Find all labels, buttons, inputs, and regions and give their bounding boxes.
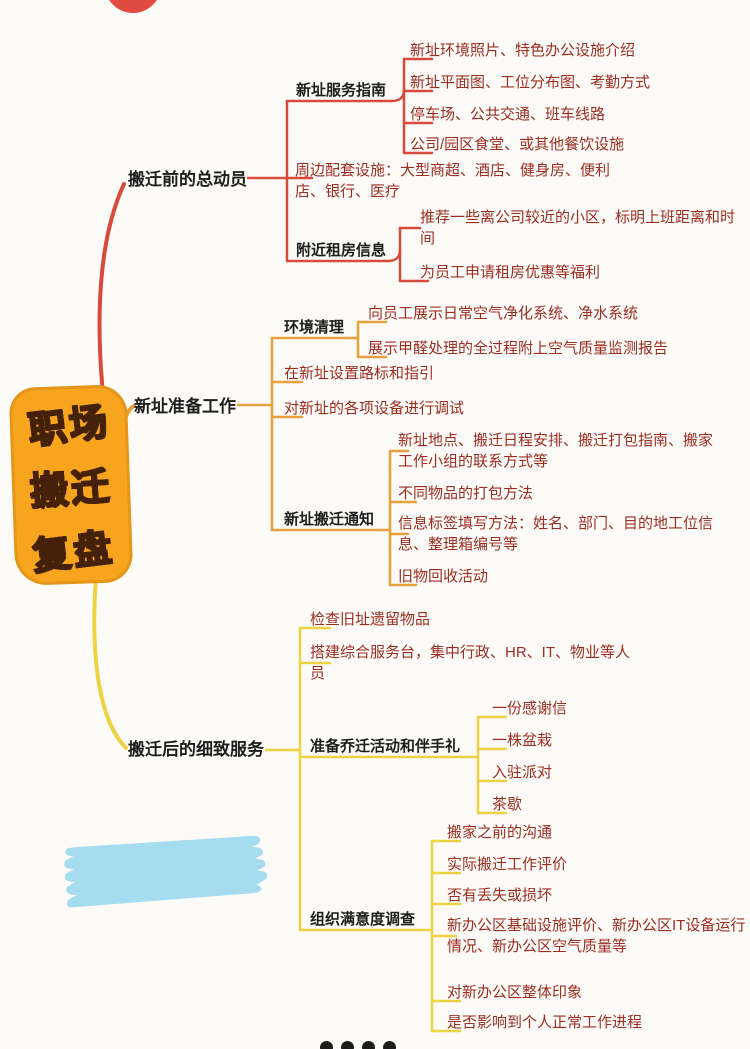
leaf-topic: 不同物品的打包方法 <box>398 485 534 502</box>
leaf-topic: 新址环境照片、特色办公设施介绍 <box>410 42 636 59</box>
central-topic-line-2: 搬迁 <box>28 465 115 514</box>
leaf-topic: 一份感谢信 <box>492 700 568 717</box>
dot <box>383 1041 396 1049</box>
blue-highlight-scribble <box>64 835 268 908</box>
branch2-notice-label: 新址搬迁通知 <box>284 511 375 528</box>
leaf-topic: 入驻派对 <box>492 764 553 781</box>
leaf-topic: 信息标签填写方法：姓名、部门、目的地工位信息、整理箱编号等 <box>398 515 714 553</box>
branch2-devices-leaf: 对新址的各项设备进行调试 <box>284 400 465 417</box>
leaf-topic: 旧物回收活动 <box>398 568 489 585</box>
pagination-dots <box>320 1041 396 1049</box>
leaf-topic: 是否影响到个人正常工作进程 <box>447 1014 643 1031</box>
dot <box>341 1041 354 1049</box>
branch1-guide-label: 新址服务指南 <box>296 82 387 99</box>
branch1-surrounding-leaf: 周边配套设施：大型商超、酒店、健身房、便利店、银行、医疗 <box>295 162 611 200</box>
branch2-label: 新址准备工作 <box>134 397 236 416</box>
branch3-desk-leaf: 搭建综合服务台，集中行政、HR、IT、物业等人员 <box>310 644 630 682</box>
branch2-cleaning-label: 环境清理 <box>284 319 345 336</box>
dot <box>362 1041 375 1049</box>
leaf-topic: 停车场、公共交通、班车线路 <box>410 106 606 123</box>
central-topic: 职场 搬迁 复盘 <box>8 384 134 586</box>
leaf-topic: 向员工展示日常空气净化系统、净水系统 <box>368 305 639 322</box>
branch3-check-leaf: 检查旧址遗留物品 <box>310 611 431 628</box>
leaf-topic: 对新办公区整体印象 <box>447 984 583 1001</box>
branch1-rental-label: 附近租房信息 <box>296 242 387 259</box>
leaf-topic: 新址平面图、工位分布图、考勤方式 <box>410 74 651 91</box>
branch1-label: 搬迁前的总动员 <box>128 170 247 189</box>
branch2-signs-leaf: 在新址设置路标和指引 <box>284 365 435 382</box>
leaf-topic: 展示甲醛处理的全过程附上空气质量监测报告 <box>368 340 669 357</box>
leaf-topic: 新址地点、搬迁日程安排、搬迁打包指南、搬家工作小组的联系方式等 <box>398 432 714 470</box>
leaf-topic: 为员工申请租房优惠等福利 <box>420 264 601 281</box>
leaf-topic: 茶歇 <box>492 796 523 813</box>
leaf-topic: 实际搬迁工作评价 <box>447 856 568 873</box>
leaf-topic: 搬家之前的沟通 <box>447 824 553 841</box>
leaf-topic: 公司/园区食堂、或其他餐饮设施 <box>410 136 625 153</box>
central-topic-line-3: 复盘 <box>30 526 118 579</box>
leaf-topic: 一株盆栽 <box>492 732 553 749</box>
leaf-topic: 否有丢失或损坏 <box>447 887 553 904</box>
branch3-gifts-label: 准备乔迁活动和伴手礼 <box>310 738 461 755</box>
leaf-topic: 新办公区基础设施评价、新办公区IT设备运行情况、新办公区空气质量等 <box>447 917 746 955</box>
branch3-label: 搬迁后的细致服务 <box>128 740 264 759</box>
leaf-topic: 推荐一些离公司较近的小区，标明上班距离和时间 <box>420 209 736 247</box>
dot <box>320 1041 333 1049</box>
central-topic-line-1: 职场 <box>25 400 113 453</box>
branch3-survey-label: 组织满意度调查 <box>310 911 416 928</box>
